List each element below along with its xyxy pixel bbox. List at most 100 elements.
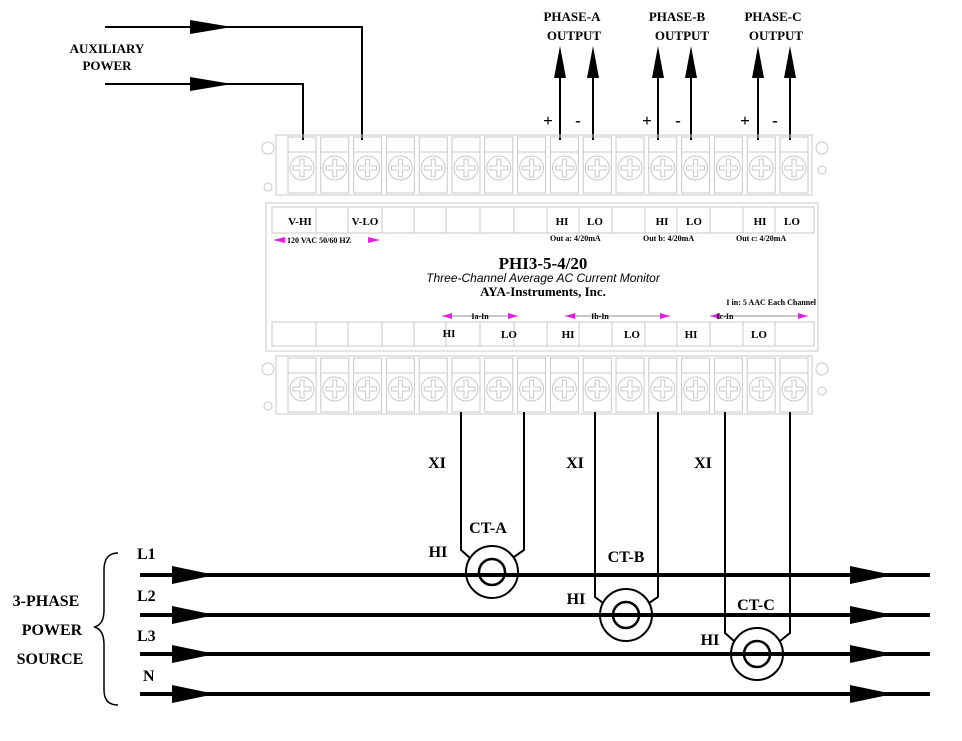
ct-a: CT-A HI bbox=[429, 520, 519, 599]
terminal-screw bbox=[451, 357, 481, 413]
brace-icon bbox=[93, 552, 119, 706]
arrow-left-icon bbox=[565, 313, 575, 319]
ct-b-hi-label: HI bbox=[567, 591, 586, 608]
mount-hole-icon bbox=[261, 141, 275, 155]
auxiliary-power: AUXILIARY POWER bbox=[70, 20, 363, 140]
screw-icon bbox=[289, 376, 315, 402]
screw-icon bbox=[322, 376, 348, 402]
screw-slot-icon bbox=[390, 158, 410, 178]
ib-in-label: Ib-In bbox=[591, 312, 609, 321]
screw-icon bbox=[551, 376, 577, 402]
screw-slot-icon bbox=[489, 158, 509, 178]
screw-slot-icon bbox=[325, 379, 345, 399]
ct-a-lo-wire bbox=[513, 412, 525, 558]
mount-hole-icon bbox=[817, 165, 827, 175]
in-hi-c: HI bbox=[685, 329, 698, 341]
terminal-screw bbox=[681, 136, 711, 194]
screw-slot-icon bbox=[784, 158, 804, 178]
terminal-screw bbox=[451, 136, 481, 194]
screw-slot-icon bbox=[358, 158, 378, 178]
label-hi-a: HI bbox=[556, 216, 569, 228]
terminal-screw bbox=[287, 357, 317, 413]
screw-icon bbox=[551, 155, 577, 181]
phase-b-output-label: OUTPUT bbox=[655, 28, 710, 43]
model-number: PHI3-5-4/20 bbox=[499, 254, 588, 273]
phase-c-label: PHASE-C bbox=[744, 9, 801, 24]
mount-hole-icon bbox=[815, 141, 829, 155]
screw-slot-icon bbox=[456, 158, 476, 178]
screw-icon bbox=[683, 155, 709, 181]
minus-b: - bbox=[675, 111, 681, 130]
source-label-1: 3-PHASE bbox=[13, 593, 80, 610]
terminal-screw bbox=[779, 136, 809, 194]
arrow-icon bbox=[190, 20, 232, 34]
terminal-screw bbox=[320, 136, 350, 194]
in-lo-a: LO bbox=[501, 329, 517, 341]
screw-icon bbox=[387, 155, 413, 181]
arrow-right-icon bbox=[508, 313, 518, 319]
l2-label: L2 bbox=[137, 588, 156, 605]
screw-slot-icon bbox=[751, 379, 771, 399]
arrow-right-icon bbox=[798, 313, 808, 319]
terminal-screw bbox=[484, 136, 514, 194]
n-label: N bbox=[143, 668, 155, 685]
ic-in-label: Ic-In bbox=[717, 312, 734, 321]
screw-slot-icon bbox=[554, 158, 574, 178]
terminal-screw bbox=[746, 136, 776, 194]
label-hi-b: HI bbox=[656, 216, 669, 228]
power-lines: L1 L2 L3 N 3-PHASE POWER SOURCE bbox=[13, 546, 930, 706]
arrow-up-icon bbox=[554, 46, 566, 78]
terminal-screw bbox=[582, 136, 612, 194]
terminal-screw bbox=[582, 357, 612, 413]
arrow-left-icon bbox=[442, 313, 452, 319]
arrow-up-icon bbox=[752, 46, 764, 78]
screw-slot-icon bbox=[522, 379, 542, 399]
label-v-hi: V-HI bbox=[288, 216, 312, 228]
screw-icon bbox=[584, 376, 610, 402]
arrow-right-icon bbox=[368, 237, 380, 243]
ct-b-hi-wire bbox=[594, 412, 604, 604]
l1-label: L1 bbox=[137, 546, 156, 563]
screw-icon bbox=[715, 155, 741, 181]
ia-in-label: Ia-In bbox=[471, 312, 489, 321]
terminal-screw bbox=[353, 357, 383, 413]
screw-icon bbox=[355, 376, 381, 402]
terminal-screw bbox=[385, 357, 415, 413]
ct-b-lo-wire bbox=[648, 412, 659, 604]
screw-icon bbox=[781, 376, 807, 402]
screw-icon bbox=[387, 376, 413, 402]
screw-icon bbox=[420, 155, 446, 181]
ct-a-outer-icon bbox=[465, 545, 519, 599]
ct-c-hi-wire bbox=[724, 412, 735, 642]
mount-hole-icon bbox=[263, 182, 273, 192]
in-lo-b: LO bbox=[624, 329, 640, 341]
arrow-left-icon bbox=[273, 237, 285, 243]
terminal-screw bbox=[615, 136, 645, 194]
screw-slot-icon bbox=[686, 379, 706, 399]
screw-slot-icon bbox=[554, 379, 574, 399]
strip-body bbox=[275, 355, 813, 415]
screw-icon bbox=[519, 376, 545, 402]
arrow-up-icon bbox=[652, 46, 664, 78]
xi-label-b: XI bbox=[566, 455, 584, 472]
screw-slot-icon bbox=[292, 158, 312, 178]
ct-a-inner-icon bbox=[477, 557, 507, 587]
screw-icon bbox=[715, 376, 741, 402]
xi-label-c: XI bbox=[694, 455, 712, 472]
arrow-right-icon bbox=[850, 566, 893, 584]
terminal-screw bbox=[353, 136, 383, 194]
screw-slot-icon bbox=[718, 379, 738, 399]
current-transformers: CT-A HI CT-B HI CT-C HI bbox=[429, 520, 784, 681]
screw-icon bbox=[519, 155, 545, 181]
terminal-screw bbox=[517, 136, 547, 194]
arrow-up-icon bbox=[587, 46, 599, 78]
screw-slot-icon bbox=[751, 158, 771, 178]
terminal-screw bbox=[681, 357, 711, 413]
screw-slot-icon bbox=[653, 158, 673, 178]
terminal-screw bbox=[287, 136, 317, 194]
top-label-row bbox=[271, 206, 815, 234]
arrow-up-icon bbox=[784, 46, 796, 78]
terminal-screw bbox=[549, 136, 579, 194]
screw-icon bbox=[453, 376, 479, 402]
